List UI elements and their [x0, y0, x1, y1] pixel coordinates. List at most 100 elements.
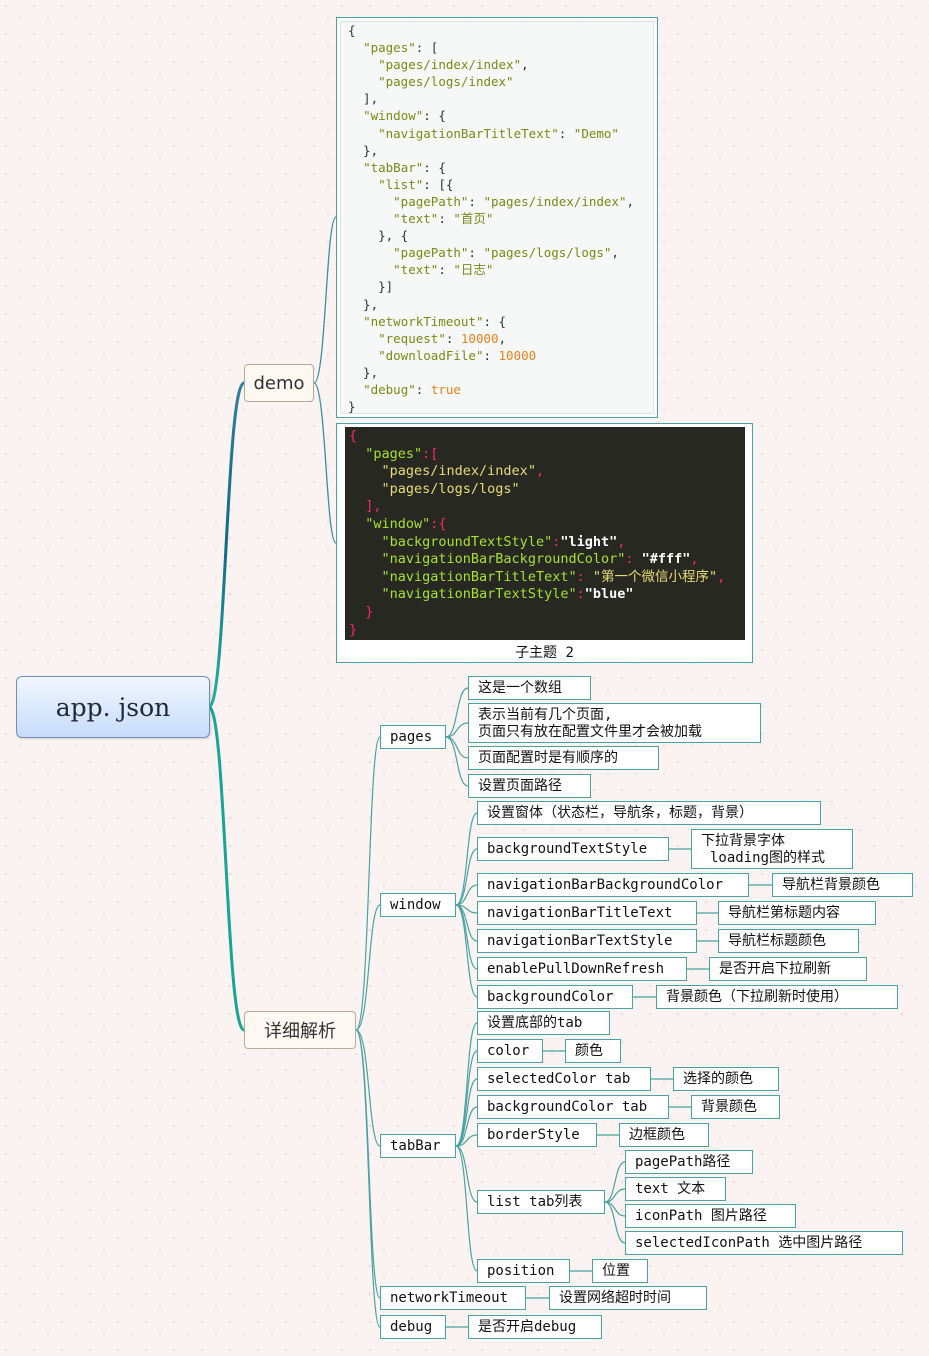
node-border-style[interactable]: borderStyle	[477, 1123, 597, 1147]
node-enable-pull-down-refresh-desc[interactable]: 是否开启下拉刷新	[709, 957, 867, 981]
code-token: "首页"	[453, 211, 494, 227]
code-token: "list"	[378, 176, 424, 192]
code-token: "navigationBarTextStyle"	[381, 586, 577, 603]
node-window-desc[interactable]: 设置窗体（状态栏，导航条，标题，背景）	[477, 801, 821, 825]
node-window[interactable]: window	[380, 893, 456, 917]
code-token: "pages"	[363, 40, 416, 56]
code-token: "debug"	[363, 381, 416, 397]
code-token: "text"	[393, 262, 439, 278]
code-token: },	[348, 142, 379, 158]
node-background-color-desc[interactable]: 背景颜色（下拉刷新时使用）	[656, 985, 898, 1009]
code-token: {	[348, 23, 356, 38]
code-token: {	[349, 428, 358, 444]
code-token	[348, 160, 363, 175]
node-selected-color[interactable]: selectedColor tab	[477, 1067, 651, 1091]
node-position-desc[interactable]: 位置	[592, 1259, 648, 1283]
code-token: :	[576, 586, 585, 603]
code-token	[348, 177, 378, 192]
node-background-text-style[interactable]: backgroundTextStyle	[477, 837, 669, 861]
code-token: }	[349, 621, 358, 638]
node-debug-desc[interactable]: 是否开启debug	[468, 1315, 602, 1339]
node-navigation-bar-background-color[interactable]: navigationBarBackgroundColor	[477, 873, 749, 897]
code-token: "text"	[393, 211, 439, 227]
node-selected-color-desc[interactable]: 选择的颜色	[673, 1067, 779, 1091]
node-debug[interactable]: debug	[380, 1315, 446, 1339]
code-token	[348, 314, 363, 329]
node-tab-color-desc[interactable]: 颜色	[565, 1039, 621, 1063]
code-token: "pages/logs/index"	[378, 74, 514, 90]
subtopic-2-image[interactable]: { "pages":[ "pages/index/index", "pages/…	[336, 423, 753, 663]
node-pages-load[interactable]: 表示当前有几个页面,页面只有放在配置文件里才会被加载	[468, 703, 761, 743]
code-token: "pages/index/index"	[381, 463, 536, 480]
node-bts-desc-line1: 下拉背景字体	[701, 833, 785, 849]
code-token	[349, 534, 382, 550]
node-pages-load-line2: 页面只有放在配置文件里才会被加载	[478, 724, 702, 740]
node-list[interactable]: list tab列表	[477, 1190, 605, 1214]
code-token	[349, 446, 365, 462]
code-token	[348, 74, 378, 89]
code-token: 10000	[498, 347, 537, 363]
node-list-iconpath[interactable]: iconPath 图片路径	[625, 1204, 796, 1228]
node-tab-background-color[interactable]: backgroundColor tab	[477, 1095, 669, 1119]
node-network-timeout-desc[interactable]: 设置网络超时时间	[549, 1286, 707, 1310]
node-pages-load-line1: 表示当前有几个页面,	[478, 707, 613, 723]
code-token: "navigationBarTitleText"	[381, 568, 577, 585]
code-token: }, {	[348, 228, 409, 244]
code-image-app-json-example[interactable]: { "pages": [ "pages/index/index", "pages…	[336, 17, 658, 418]
code-token: :	[483, 347, 499, 363]
code-token: :	[625, 551, 642, 568]
branch-detail[interactable]: 详细解析	[244, 1011, 356, 1049]
node-navigation-bar-title-text-desc[interactable]: 导航栏第标题内容	[718, 901, 876, 925]
code-token: "networkTimeout"	[363, 313, 484, 329]
code-token: "backgroundTextStyle"	[381, 533, 553, 550]
code-token: :	[468, 193, 484, 209]
code-token: "navigationBarTitleText"	[378, 125, 559, 141]
code-token: :	[576, 568, 593, 585]
code-token	[348, 108, 363, 123]
node-tabbar[interactable]: tabBar	[380, 1134, 456, 1158]
node-list-text[interactable]: text 文本	[625, 1177, 726, 1201]
node-tabbar-desc[interactable]: 设置底部的tab	[477, 1011, 610, 1035]
node-pages-array[interactable]: 这是一个数组	[468, 676, 591, 700]
code-token	[348, 348, 378, 363]
code-token: }]	[348, 279, 394, 295]
code-token: ,	[521, 57, 529, 73]
node-navigation-bar-background-color-desc[interactable]: 导航栏背景颜色	[772, 873, 913, 897]
node-navigation-bar-title-text[interactable]: navigationBarTitleText	[477, 901, 697, 925]
code-token: "第一个微信小程序"	[592, 568, 718, 585]
code-token	[348, 331, 378, 346]
node-enable-pull-down-refresh[interactable]: enablePullDownRefresh	[477, 957, 687, 981]
code-token	[348, 262, 393, 277]
code-token: "pages/index/index"	[378, 57, 522, 73]
code-token: ,	[690, 551, 699, 568]
code-token	[348, 211, 393, 226]
code-token: "request"	[378, 330, 446, 346]
node-list-pagepath[interactable]: pagePath路径	[625, 1150, 753, 1174]
branch-demo[interactable]: demo	[244, 364, 314, 402]
code-token: ],	[349, 498, 382, 515]
node-network-timeout[interactable]: networkTimeout	[380, 1286, 526, 1310]
code-token: :	[415, 381, 431, 397]
code-token: },	[348, 364, 379, 380]
code-token: :	[438, 262, 454, 278]
node-navigation-bar-text-style-desc[interactable]: 导航栏标题颜色	[718, 929, 859, 953]
node-pages-path[interactable]: 设置页面路径	[468, 774, 591, 798]
code-token	[349, 569, 382, 585]
code-token	[349, 463, 382, 479]
node-tab-color[interactable]: color	[477, 1039, 543, 1063]
node-navigation-bar-text-style[interactable]: navigationBarTextStyle	[477, 929, 697, 953]
node-pages[interactable]: pages	[380, 725, 446, 749]
node-tab-background-color-desc[interactable]: 背景颜色	[691, 1095, 780, 1119]
node-background-color[interactable]: backgroundColor	[477, 985, 633, 1009]
node-position[interactable]: position	[477, 1259, 570, 1283]
node-list-selectediconpath[interactable]: selectedIconPath 选中图片路径	[625, 1231, 903, 1255]
code-token: :	[468, 245, 484, 261]
node-pages-order[interactable]: 页面配置时是有顺序的	[468, 746, 659, 770]
code-token	[349, 586, 382, 602]
code-token	[348, 194, 393, 209]
node-border-style-desc[interactable]: 边框颜色	[619, 1123, 709, 1147]
code-token: ,	[617, 533, 626, 550]
root-node-app-json[interactable]: app. json	[16, 676, 210, 738]
